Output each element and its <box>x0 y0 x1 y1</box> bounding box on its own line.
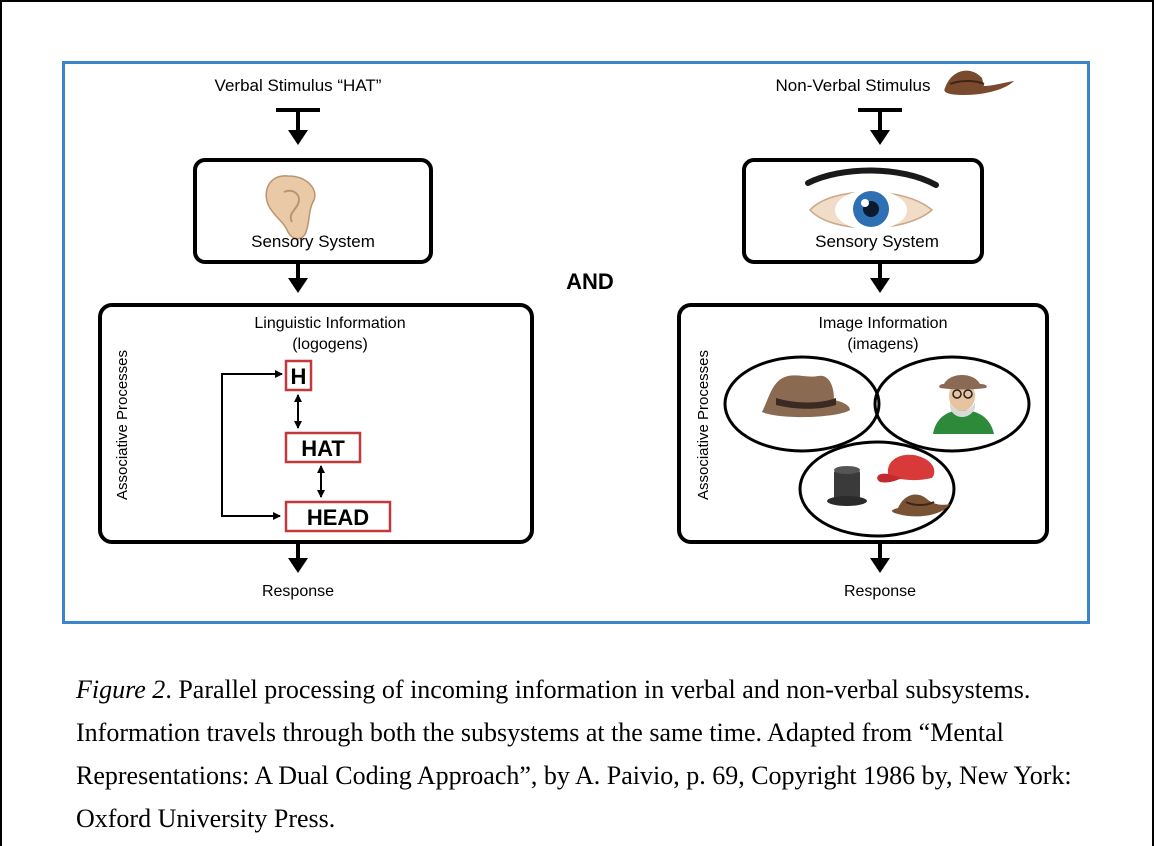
logogen-hat: HAT <box>301 436 345 461</box>
imagen-circle-person <box>873 355 1031 453</box>
stimulus-arrow-left <box>276 108 320 145</box>
link-h-head-loop <box>221 370 283 520</box>
eye-icon <box>805 167 939 230</box>
arrow-sensory-to-info-right <box>870 262 890 293</box>
fedora-hat-icon <box>762 375 850 418</box>
figure-label: Figure 2 <box>76 675 166 704</box>
arrow-sensory-to-info-left <box>288 262 308 293</box>
arrow-to-response-right <box>870 542 890 573</box>
top-hat-icon <box>827 466 867 506</box>
man-with-hat-icon <box>933 375 994 434</box>
figure-frame <box>62 61 1090 624</box>
associative-processes-label-right: Associative Processes <box>695 350 712 500</box>
ear-icon <box>265 175 316 240</box>
logogen-box-h <box>284 359 313 392</box>
sensory-system-label-right: Sensory System <box>815 232 939 251</box>
sensory-system-label-left: Sensory System <box>251 232 375 251</box>
caption-text: . Parallel processing of incoming inform… <box>76 675 1072 833</box>
red-cap-icon <box>877 454 935 483</box>
nonverbal-stimulus-label: Non-Verbal Stimulus <box>776 76 931 95</box>
linguistic-info-title: Linguistic Information <box>254 315 405 332</box>
and-label: AND <box>566 269 614 294</box>
associative-processes-label-left: Associative Processes <box>114 350 131 500</box>
response-label-right: Response <box>844 583 916 600</box>
logogen-head: HEAD <box>307 505 369 530</box>
logogen-box-hat <box>284 431 362 464</box>
response-label-left: Response <box>262 583 334 600</box>
stimulus-arrow-right <box>858 108 902 145</box>
logogen-h: H <box>291 364 307 389</box>
arrow-to-response-left <box>288 542 308 573</box>
imagen-circle-hat <box>723 355 881 453</box>
verbal-stimulus-label: Verbal Stimulus “HAT” <box>215 76 382 95</box>
logogen-box-head <box>284 500 392 533</box>
figure-caption: Figure 2. Parallel processing of incomin… <box>76 668 1086 840</box>
brown-hat-icon <box>944 70 1014 95</box>
imagen-circle-hats <box>798 440 956 538</box>
linguistic-info-subtitle: (logogens) <box>292 336 368 353</box>
image-info-title: Image Information <box>819 315 948 332</box>
image-info-box <box>677 303 1049 544</box>
image-info-subtitle: (imagens) <box>847 336 918 353</box>
linguistic-info-box <box>98 303 534 544</box>
cowboy-hat-icon <box>892 494 950 517</box>
sensory-box-left <box>193 158 433 264</box>
